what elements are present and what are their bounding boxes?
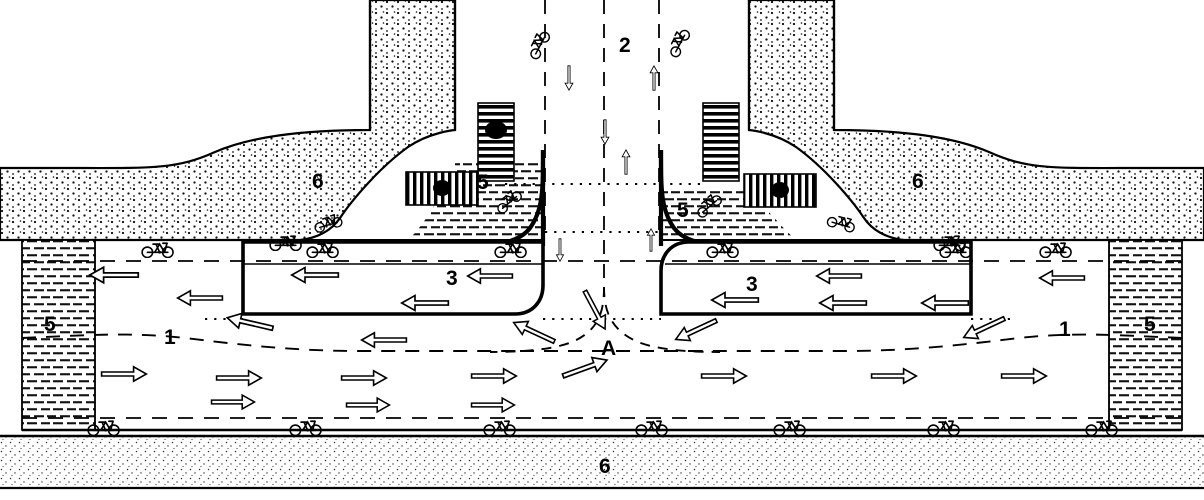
centreline-zone-1	[21, 333, 1183, 352]
label-zone-5-right-corner: 5	[677, 199, 689, 222]
label-zone-1-right: 1	[1059, 318, 1071, 341]
crosswalk-icon-right-vertical	[702, 102, 740, 182]
bus-lane-zone-3-left	[241, 240, 545, 316]
cycle-lane-dashes	[22, 260, 1182, 419]
label-point-a: A	[601, 337, 617, 360]
label-zone-1-left: 1	[164, 326, 176, 349]
bus-lane-zone-3-right	[659, 240, 973, 316]
give-way-dotted-lines	[205, 182, 1010, 321]
auxiliary-lines	[21, 239, 1183, 430]
minor-road-kerb-lines	[368, 0, 836, 130]
label-zone-5-far-right: 5	[1144, 313, 1156, 336]
crosswalk-icon-right-horizontal	[743, 173, 817, 208]
label-zone-6-right: 6	[912, 170, 924, 193]
minor-road-lane-markings-zone-2	[544, 0, 660, 290]
label-zone-5-far-left: 5	[44, 313, 56, 336]
label-zone-3-left: 3	[446, 267, 458, 290]
crosswalk-icon-left-vertical	[477, 102, 515, 182]
sidewalk-zone-6-bottom	[0, 434, 1204, 490]
crosswalk-icon-left-horizontal	[405, 171, 479, 206]
merge-funnel-point-a	[489, 286, 721, 353]
label-zone-3-right: 3	[746, 273, 758, 296]
label-zone-6-bottom: 6	[599, 455, 611, 478]
label-zone-5-left-corner: 5	[477, 171, 489, 194]
label-zone-6-left: 6	[312, 170, 324, 193]
label-zone-2-top: 2	[619, 34, 631, 57]
